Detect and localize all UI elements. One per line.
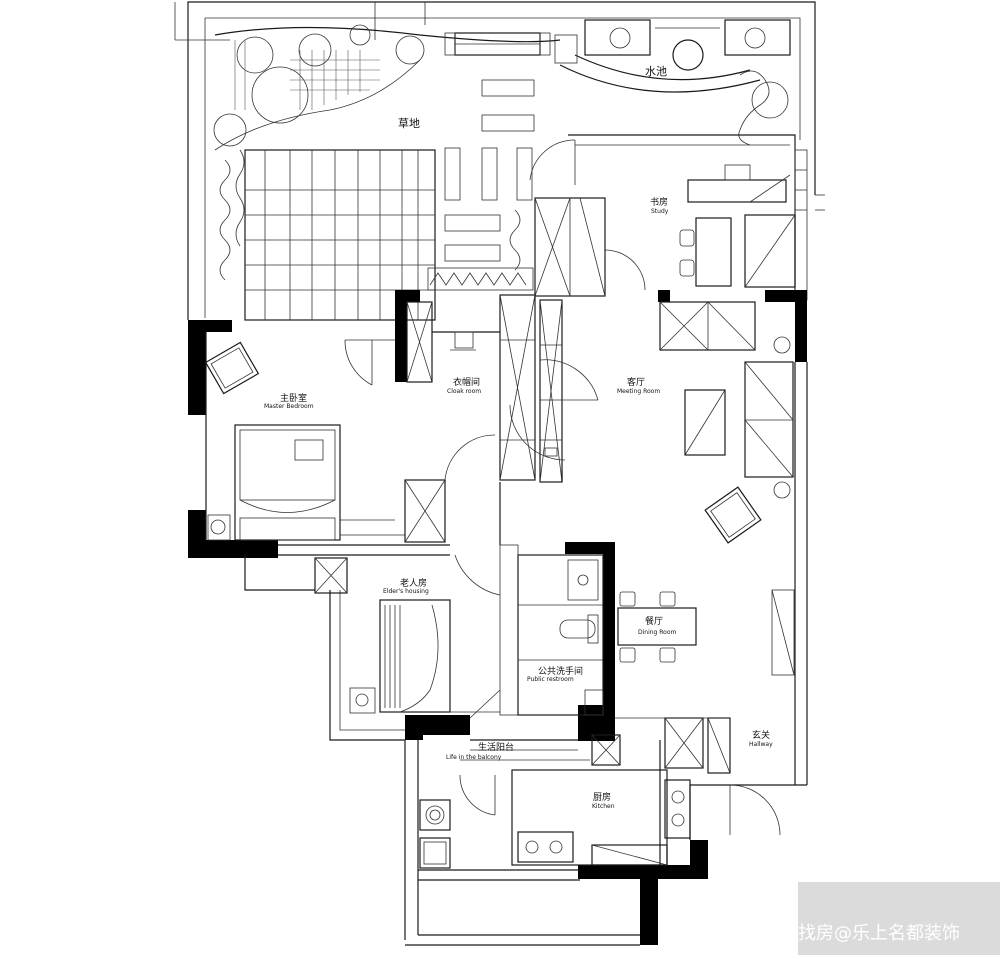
- label-kitchen-en: Kitchen: [592, 803, 615, 810]
- label-dining-cn: 餐厅: [645, 615, 663, 627]
- room-meeting: [499, 299, 794, 716]
- room-master-bedroom: [204, 339, 446, 543]
- label-hallway-cn: 玄关: [752, 729, 770, 741]
- label-hallway-en: Hallway: [749, 741, 773, 748]
- room-dining: [617, 589, 795, 676]
- label-master-en: Master Bedroom: [264, 403, 314, 410]
- watermark-box: 找房@乐上名都装饰: [798, 882, 1000, 955]
- garden-bench: [444, 32, 551, 56]
- label-balcony-cn: 生活阳台: [478, 741, 514, 753]
- label-dining-en: Dining Room: [638, 629, 677, 636]
- garden-boundary: [174, 1, 825, 320]
- label-cloak-en: Cloak room: [447, 388, 481, 395]
- room-study: [529, 134, 808, 301]
- label-study-cn: 书房: [650, 196, 668, 208]
- label-cloak-cn: 衣帽间: [453, 376, 480, 388]
- room-kitchen: [511, 717, 781, 866]
- garden-pool: [554, 19, 791, 146]
- garden-stepping-stones: [444, 79, 535, 262]
- house-outline: [205, 332, 808, 946]
- watermark-text: 找房@乐上名都装饰: [798, 923, 960, 944]
- room-elder: [314, 557, 501, 719]
- label-meeting-cn: 客厅: [627, 376, 645, 388]
- room-cloak: [406, 294, 536, 481]
- label-meeting-en: Meeting Room: [617, 388, 660, 395]
- room-restroom: [454, 554, 604, 716]
- label-balcony-en: Life in the balcony: [446, 754, 502, 761]
- garden-planting-left: [213, 24, 561, 281]
- structural-walls: [188, 290, 807, 945]
- label-elder-cn: 老人房: [400, 577, 427, 589]
- label-pool: 水池: [645, 65, 667, 78]
- label-kitchen-cn: 厨房: [593, 791, 611, 803]
- label-master-cn: 主卧室: [280, 392, 307, 404]
- label-study-en: Study: [651, 208, 669, 215]
- label-lawn: 草地: [398, 117, 420, 130]
- room-labels: 草地 水池 书房 Study 主卧室 Master Bedroom 衣帽间 Cl…: [264, 65, 773, 810]
- label-elder-en: Elder's housing: [383, 588, 429, 595]
- garden-deck: [244, 149, 534, 321]
- label-restroom-en: Public restroom: [527, 676, 574, 683]
- label-restroom-cn: 公共洗手间: [538, 665, 583, 677]
- room-balcony: [419, 739, 590, 869]
